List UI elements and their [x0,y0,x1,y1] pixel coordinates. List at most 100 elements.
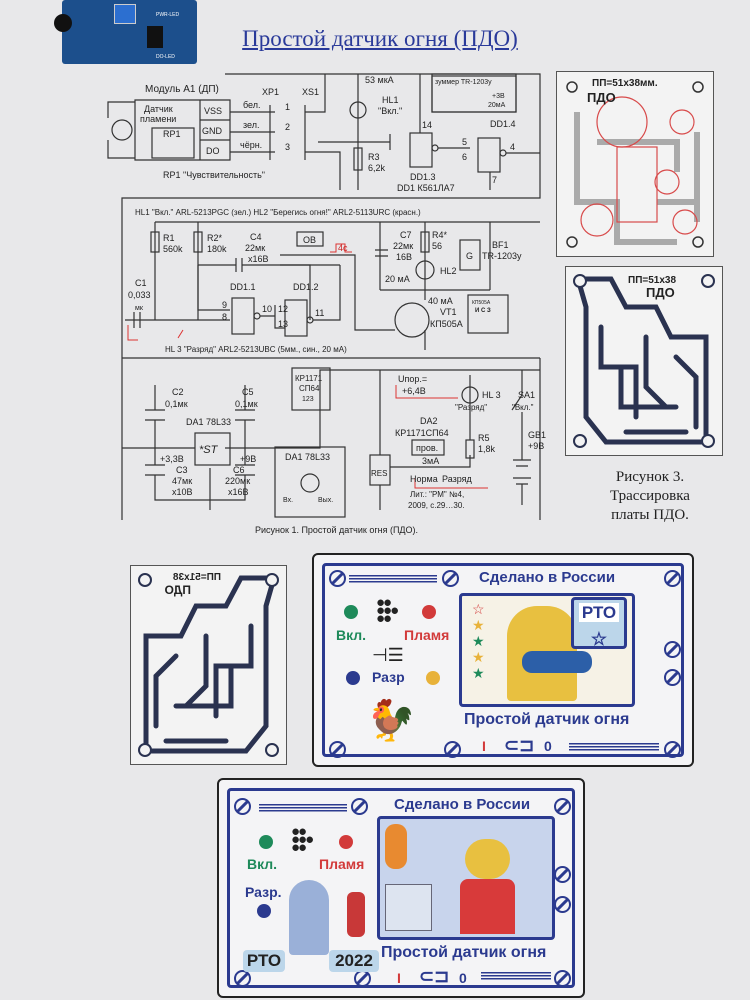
screw-icon [554,896,571,913]
girl-hair [465,839,510,879]
label: Разряд [442,474,473,484]
label: бел. [243,100,261,110]
label: HL2 [440,266,457,276]
sensor-connector-icon: ⊣☰ [372,645,404,665]
label: C6 [233,465,245,475]
label: VSS [204,106,222,116]
label: 53 мкА [365,75,394,85]
label: +9В [240,454,256,464]
label: "Вкл." [378,106,402,116]
screw-icon [554,798,571,815]
pin-label: 4 [510,142,515,152]
rto-badge: РТО☆ [571,597,627,649]
pin-label: G [466,251,473,261]
front-panel-2: Сделано в России ●●●●●●● Вкл. Пламя Разр… [217,778,585,998]
pcb-top-sub: ПДО [587,90,616,105]
label: TR-1203у [482,251,522,261]
label: HL1 "Вкл." ARL-5213PGC (зел.) HL2 "Берег… [135,208,421,217]
stars-icon: ☆★★★★ [472,601,485,681]
label: DD1 К561ЛА7 [397,183,455,193]
label: C1 [135,278,147,288]
pcb-bottom-label: ПП=51х38 [628,275,676,286]
label: "Разряд" [455,403,487,412]
power-switch-icon[interactable]: ⊂⊐ [419,966,450,986]
ir-sensor-icon [54,14,72,32]
do-led-label: DO-LED [156,54,175,60]
chip-icon [147,26,163,48]
screw-icon [351,798,368,815]
label: 40 мА [428,296,453,306]
label: +3В [492,93,505,100]
label: C5 [242,387,254,397]
product-name: Простой датчик огня [464,711,630,728]
schematic-caption: Рисунок 1. Простой датчик огня (ПДО). [255,525,418,535]
label: 16В [396,252,412,262]
label: Вых. [318,497,333,504]
child-figure [522,651,592,673]
pin-label: 5 [462,137,467,147]
label: C2 [172,387,184,397]
label: чёрн. [240,140,262,150]
label: DD1.1 [230,282,256,292]
pcb-mirrored-drawing: ПП=51х38 ПДО [138,572,279,757]
label: СП64 [299,384,320,393]
power-led-icon [259,835,273,849]
label: 560k [163,244,183,254]
label: *ST [199,444,219,456]
label: XS1 [302,87,319,97]
caption-line: платы ПДО. [611,507,689,523]
year-badge: 2022 [329,950,379,972]
flame-label: Пламя [319,856,365,872]
schematic-labels: Модуль А1 (ДП) Датчик пламени VSS GND DO… [128,75,546,535]
screw-icon [234,798,251,815]
flame-sensor-module-photo: PWR-LED DO-LED [54,0,197,64]
label: пров. [416,443,438,453]
page-title: Простой датчик огня (ПДО) [242,26,518,51]
label: R5 [478,433,490,443]
label: 22мк [245,243,265,253]
label: 0,1мк [235,399,258,409]
label: КП505А [472,300,491,306]
label: GB1 [528,430,546,440]
front-panel-1: Сделано в России ●●●●●●● Вкл. Пламя ⊣☰ Р… [312,553,694,767]
discharge-label: Разр [372,669,405,685]
switch-off-mark: 0 [544,738,552,754]
flame-led-icon [339,835,353,849]
label: 180k [207,244,227,254]
screw-icon [442,570,459,587]
pcb-mirrored-label: ПП=51х38 [173,572,221,583]
label: DD1.3 [410,172,436,182]
switch-off-mark: 0 [459,970,467,986]
label: Датчик [144,104,173,114]
label: DD1.2 [293,282,319,292]
pin-label: 11 [315,308,324,318]
label: x16В [248,254,269,264]
pcb-component-drawing: ПП=51х38мм. ПДО [566,78,704,248]
label: RP1 [163,129,181,139]
buzzer-holes-icon: ●●●●●●● [291,823,314,856]
pcb-trace-drawing: ПП=51х38 ПДО [573,274,715,448]
pcb-trace-side: ПП=51х38 ПДО [565,266,723,456]
discharge-led-icon [257,904,271,918]
pin-label: 13 [278,319,288,329]
discharge-led-icon [346,671,360,685]
switch-on-mark: I [397,970,401,986]
label: R3 [368,152,380,162]
label: Вх. [283,497,293,504]
label: зуммер TR-1203у [435,79,492,86]
label: КР1171СП64 [395,428,449,438]
girl-figure [460,879,515,934]
label: 2009, с.29…30. [408,501,464,510]
power-switch-icon[interactable]: ⊂⊐ [504,735,535,755]
screw-icon [664,641,681,658]
label: 20 мА [385,274,410,284]
label: RES [371,469,387,478]
label: HL1 [382,95,399,105]
flame-led-icon [422,605,436,619]
label: 4с [338,243,348,253]
boy-illustration [289,880,329,955]
made-in-russia: Сделано в России [479,569,616,586]
label: КР1171 [295,374,323,383]
pwr-led-label: PWR-LED [156,12,180,18]
label: Норма [410,474,438,484]
